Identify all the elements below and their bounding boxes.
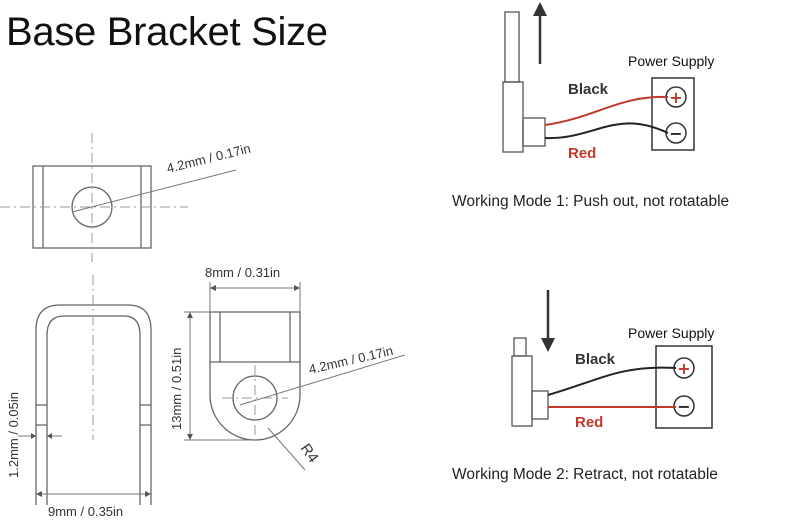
mode1-arrow-up-icon <box>533 2 547 16</box>
page-title: Base Bracket Size <box>6 10 328 54</box>
mode2-arrow-down-icon <box>541 338 555 352</box>
mode1-power-supply-label: Power Supply <box>628 53 714 69</box>
front-view-outer <box>35 304 152 505</box>
width-front-arrow-right <box>145 491 151 497</box>
radius-leader <box>267 427 306 471</box>
side-view <box>184 282 406 471</box>
mode2-black-label: Black <box>575 351 616 368</box>
mode1-minus-icon: − <box>669 124 682 143</box>
mode1-plus-icon: + <box>669 88 682 107</box>
mode1-actuator-connector <box>522 117 546 147</box>
mode1-caption: Working Mode 1: Push out, not rotatable <box>452 193 730 210</box>
height-side-arrow-top <box>187 312 193 318</box>
mode2-power-supply-label: Power Supply <box>628 325 714 341</box>
dim-thickness: 1.2mm / 0.05in <box>6 392 21 478</box>
width-front-arrow-left <box>36 491 42 497</box>
top-view-hole-leader <box>71 169 237 213</box>
mode2-minus-icon: − <box>677 397 690 416</box>
front-view-inner <box>46 315 141 505</box>
mode2-power-box <box>655 345 713 429</box>
mode2-actuator-rod <box>513 337 527 357</box>
mode1-wiring <box>502 2 695 153</box>
width-side-arrow-right <box>294 285 300 291</box>
thickness-arrow-left <box>31 433 36 439</box>
side-hole-leader <box>239 354 406 406</box>
mode1-actuator-rod <box>504 11 520 83</box>
mode2-wiring <box>511 290 713 429</box>
dim-width-side: 8mm / 0.31in <box>205 265 280 280</box>
mode1-black-label: Black <box>568 81 609 98</box>
mode1-red-wire <box>544 95 669 126</box>
height-side-arrow-bottom <box>187 434 193 440</box>
front-view <box>18 275 152 505</box>
mode2-plus-icon: + <box>677 359 690 378</box>
mode1-red-label: Red <box>568 145 596 162</box>
dim-hole-top: 4.2mm / 0.17in <box>165 141 252 176</box>
width-side-arrow-left <box>210 285 216 291</box>
dim-height-side: 13mm / 0.51in <box>169 348 184 430</box>
thickness-arrow-right <box>47 433 52 439</box>
mode2-caption: Working Mode 2: Retract, not rotatable <box>452 466 718 483</box>
mode1-black-wire <box>544 122 669 140</box>
mode1-power-box <box>651 77 695 151</box>
mode2-actuator-connector <box>531 390 549 420</box>
top-view <box>0 133 237 262</box>
mode2-black-wire <box>547 366 677 396</box>
dim-width-front: 9mm / 0.35in <box>48 504 123 519</box>
mode2-red-label: Red <box>575 414 603 431</box>
mode1-actuator-body <box>502 81 524 153</box>
mode2-actuator-body <box>511 355 533 427</box>
dim-radius: R4 <box>297 441 322 466</box>
